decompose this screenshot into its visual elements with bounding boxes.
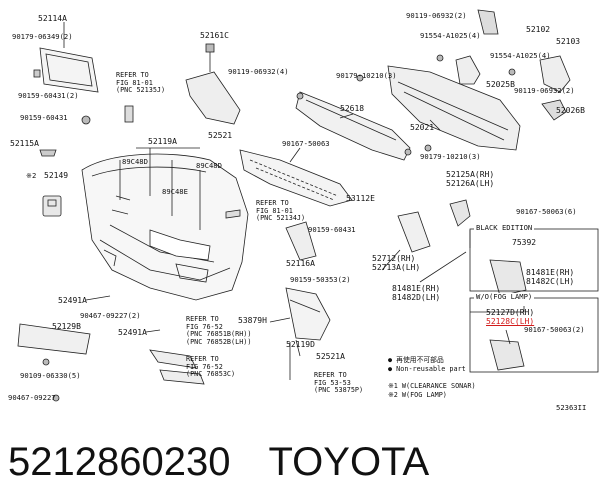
parts-diagram (17, 9, 599, 402)
label-90179-10210-3b: 90179-10210(3) (420, 152, 481, 161)
label-black-edition: BLACK EDITION (474, 223, 535, 232)
label-52713A: 52713A(LH) (372, 263, 421, 272)
label-52491A-a: 52491A (58, 296, 87, 305)
label-90179-06349: 90179-06349(2) (12, 32, 73, 41)
label-91554-A1025-a: 91554-A1025(4) (420, 31, 481, 40)
label-90167-50063: 90167-50063 (282, 139, 330, 148)
label-81481E-rh-a: 81481E(RH) (526, 268, 575, 277)
label-52025B: 52025B (486, 80, 515, 89)
brand-name: TOYOTA (268, 439, 430, 484)
legend-line-1: ● 再使用不可部品 (388, 356, 444, 364)
label-91554-A1025-b: 91554-A1025(4) (490, 51, 551, 60)
legend-line-2: ● Non-reusable part (388, 365, 466, 373)
label-75392: 75392 (512, 238, 537, 247)
license-bracket-drawing (33, 47, 99, 93)
label-90467-09227-2: 90467-09227(2) (80, 311, 141, 320)
diagram-number: 52363II (556, 403, 587, 412)
label-90167-50063-2: 90167-50063(2) (524, 325, 585, 334)
label-52026B: 52026B (556, 106, 585, 115)
label-90179-10210-3a: 90179-10210(3) (336, 71, 397, 80)
label-52115A: 52115A (10, 139, 39, 148)
label-90159-60431: 90159-60431 (20, 113, 68, 122)
label-90159-60431-c: 90159-60431 (308, 225, 356, 234)
ref-fig-76-52-a: REFER TO FIG 76-52 (PNC 76851B(RH)) (PNC… (186, 315, 252, 346)
label-90109-06330: 90109-06330(5) (20, 371, 81, 380)
label-89C48D-a: 89C48D (122, 157, 148, 166)
label-52102: 52102 (526, 25, 551, 34)
label-52128C-highlighted[interactable]: 52128C(LH) (486, 317, 535, 326)
label-52119A: 52119A (148, 137, 177, 146)
part-number: 5212860230 (8, 439, 231, 484)
label-52125A: 52125A(RH) (446, 170, 495, 179)
label-52126A: 52126A(LH) (446, 179, 495, 188)
label-52103: 52103 (556, 37, 581, 46)
legend-line-4: ※2 W(FOG LAMP) (388, 391, 447, 399)
label-89C48D-b: 89C48D (196, 161, 222, 170)
label-90467-09227: 90467-09227 (8, 393, 56, 402)
ref-fig-81-01-a: REFER TO FIG 81-01 (PNC 52135J) (116, 71, 166, 95)
label-90119-06932-4: 90119-06932(4) (228, 67, 289, 76)
label-52129B: 52129B (52, 322, 81, 331)
label-52712: 52712(RH) (372, 254, 416, 263)
label-52021: 52021 (410, 123, 435, 132)
label-52521: 52521 (208, 131, 233, 140)
ref-fig-76-52-b: REFER TO FIG 76-52 (PNC 76853C) (186, 355, 236, 379)
label-52521A: 52521A (316, 352, 345, 361)
label-53112E: 53112E (346, 194, 375, 203)
label-52114A: 52114A (38, 14, 67, 23)
label-52116A: 52116A (286, 259, 315, 268)
bumper-cover-drawing (81, 153, 249, 301)
ref-fig-53-53: REFER TO FIG 53-53 (PNC 53875P) (314, 371, 364, 395)
legend-line-3: ※1 W(CLEARANCE SONAR) (388, 382, 476, 390)
label-81481E-rh-b: 81481E(RH) (392, 284, 441, 293)
label-81482C-lh: 81482C(LH) (526, 277, 575, 286)
label-90119-06932-2b: 90119-06932(2) (514, 86, 575, 95)
label-52161C: 52161C (200, 31, 229, 40)
label-81482D-lh: 81482D(LH) (392, 293, 441, 302)
label-mark2: ※2 (26, 171, 37, 180)
label-52618: 52618 (340, 104, 365, 113)
label-53879H: 53879H (238, 316, 267, 325)
label-90159-60431-2: 90159-60431(2) (18, 91, 79, 100)
label-52491A-b: 52491A (118, 328, 147, 337)
label-90119-06932-2a: 90119-06932(2) (406, 11, 467, 20)
footer: 5212860230 TOYOTA (8, 432, 592, 492)
label-90167-50063-6: 90167-50063(6) (516, 207, 577, 216)
label-52127D: 52127D(RH) (486, 308, 535, 317)
label-wo-fog-lamp: W/O(FOG LAMP) (474, 292, 535, 301)
label-90159-50353: 90159-50353(2) (290, 275, 351, 284)
label-89C48E: 89C48E (162, 187, 188, 196)
label-52119D: 52119D (286, 340, 315, 349)
label-52149: 52149 (44, 171, 69, 180)
ref-fig-81-01-b: REFER TO FIG 81-01 (PNC 52134J) (256, 199, 306, 223)
